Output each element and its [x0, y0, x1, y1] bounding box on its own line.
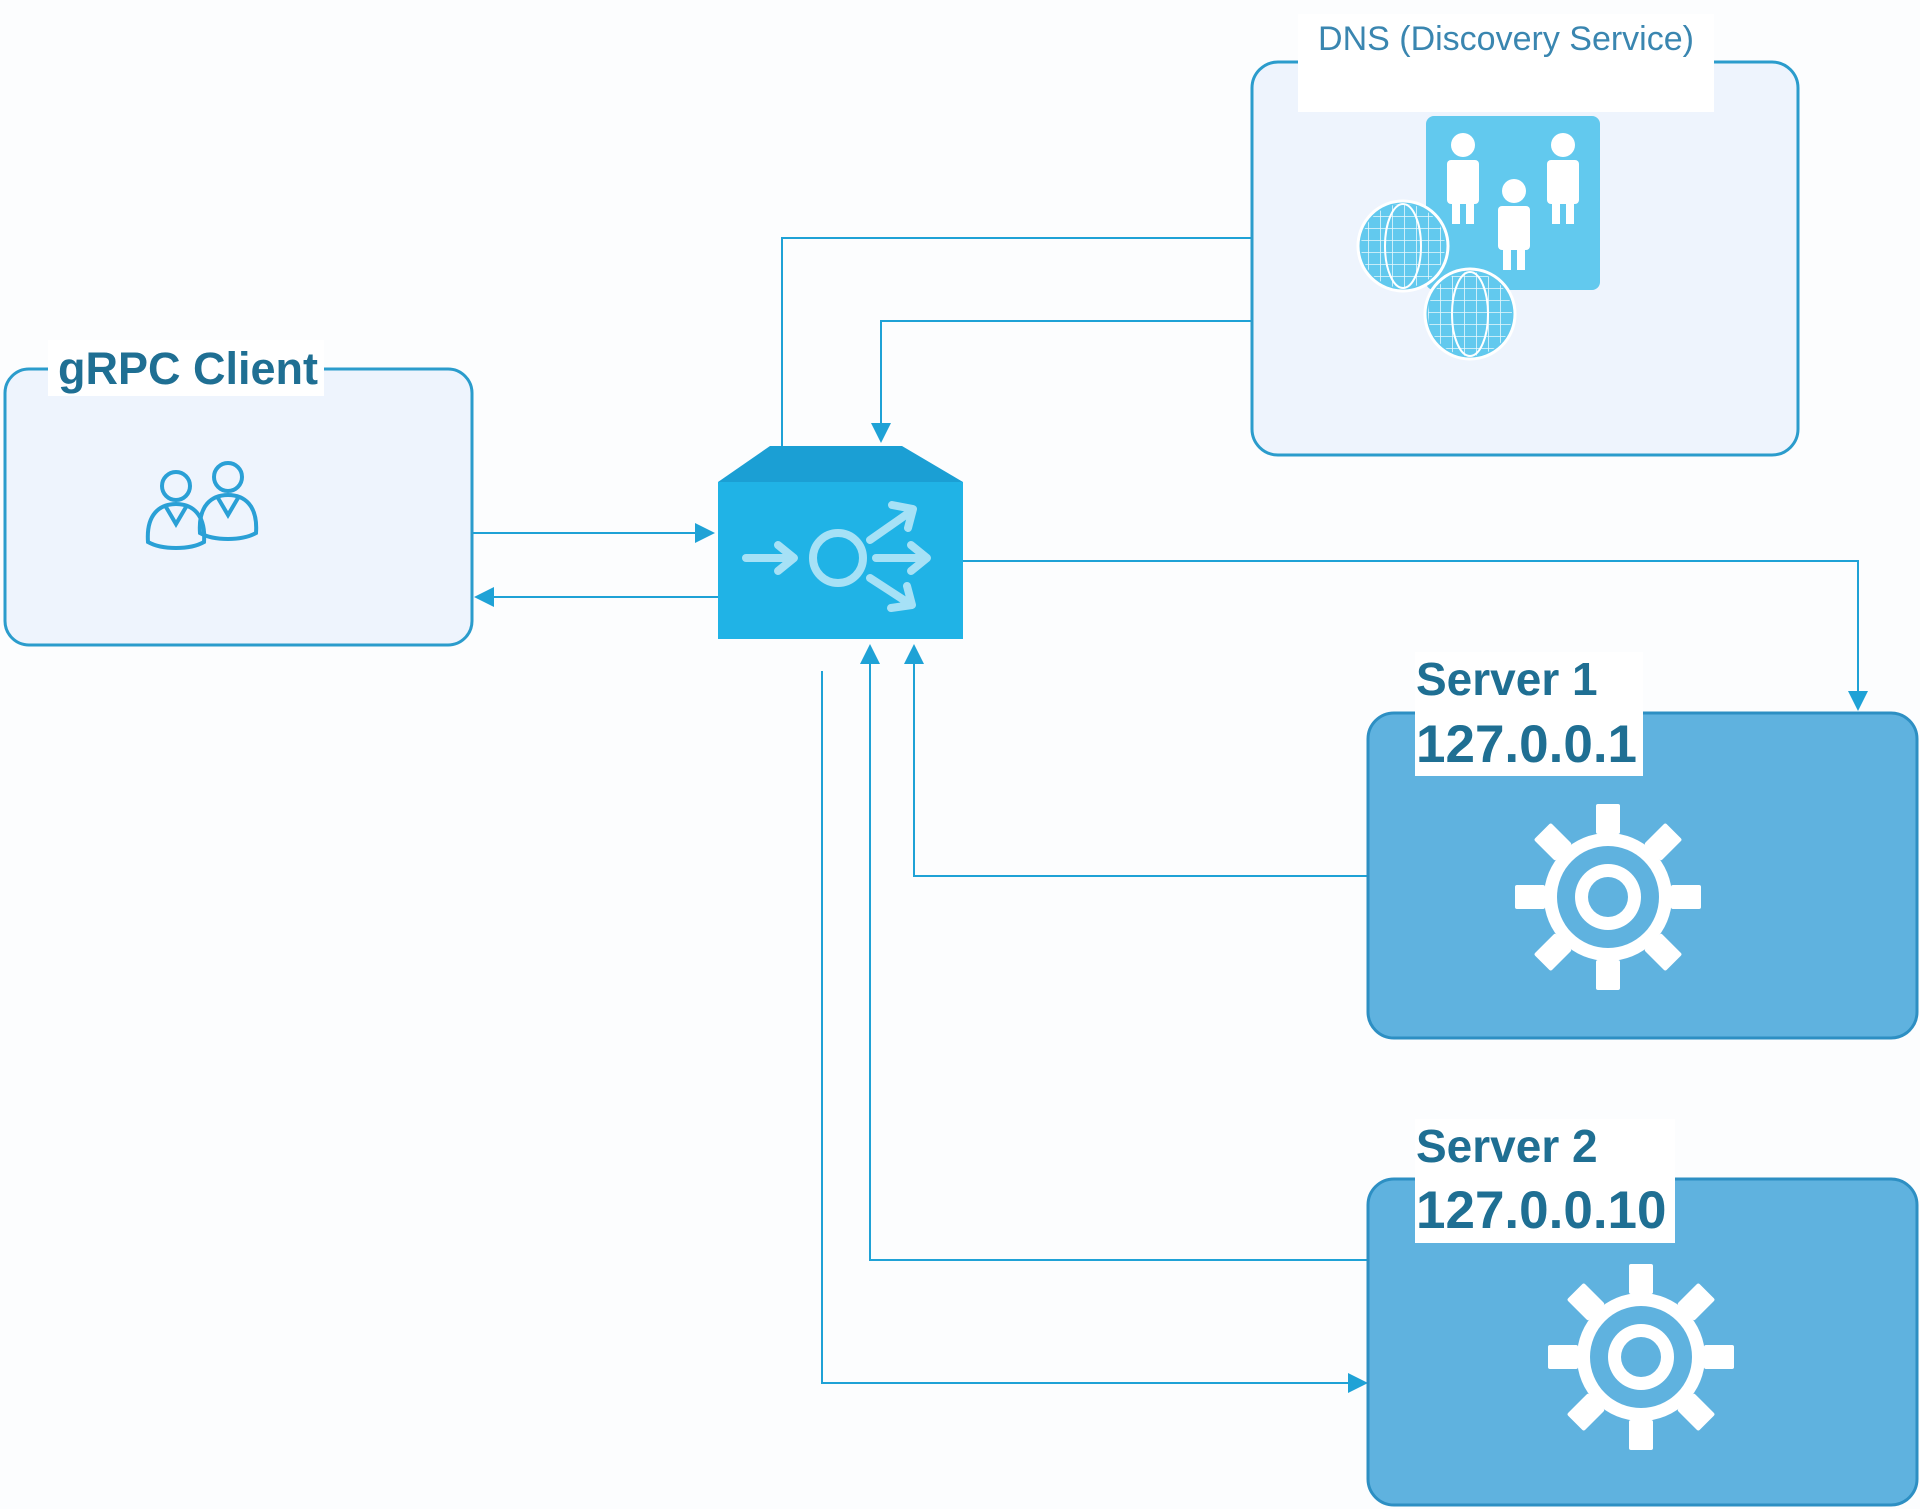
server-1-label-backing [1415, 652, 1643, 776]
server-2: Server 2 127.0.0.10 [1366, 1119, 1919, 1507]
server-1-ip: 127.0.0.1 [1416, 715, 1637, 774]
server-2-label-backing [1415, 1119, 1675, 1243]
server-2-title: Server 2 [1416, 1120, 1598, 1172]
dns-directory-icon [1426, 116, 1600, 290]
server-1-title: Server 1 [1416, 653, 1598, 705]
server-2-ip: 127.0.0.10 [1416, 1181, 1667, 1240]
grpc-client: gRPC Client [3, 340, 474, 647]
connectors [472, 228, 1868, 1393]
server-1: Server 1 127.0.0.1 [1366, 652, 1919, 1040]
server2-to-lb-arrow [860, 644, 1368, 1261]
dns-title-backing [1298, 14, 1714, 112]
gear-icon-2 [1548, 1264, 1734, 1450]
globe-icon-2 [1423, 267, 1517, 361]
gear-icon [1515, 804, 1701, 990]
lb-to-server1-arrow [963, 560, 1868, 711]
lb-to-dns-arrow [781, 228, 1334, 447]
server1-to-lb-arrow [904, 644, 1368, 877]
load-balancer-icon [718, 446, 963, 639]
lb-to-server2-arrow [821, 671, 1368, 1393]
client-title-backing [48, 340, 324, 396]
dns-discovery-service: DNS (Discovery Service) [1250, 14, 1800, 457]
dns-to-lb-arrow [871, 320, 1252, 443]
client-box [3, 367, 474, 647]
users-icon [145, 461, 259, 550]
globe-icon [1356, 199, 1450, 293]
dns-title: DNS (Discovery Service) [1318, 20, 1694, 58]
client-title: gRPC Client [58, 343, 318, 394]
